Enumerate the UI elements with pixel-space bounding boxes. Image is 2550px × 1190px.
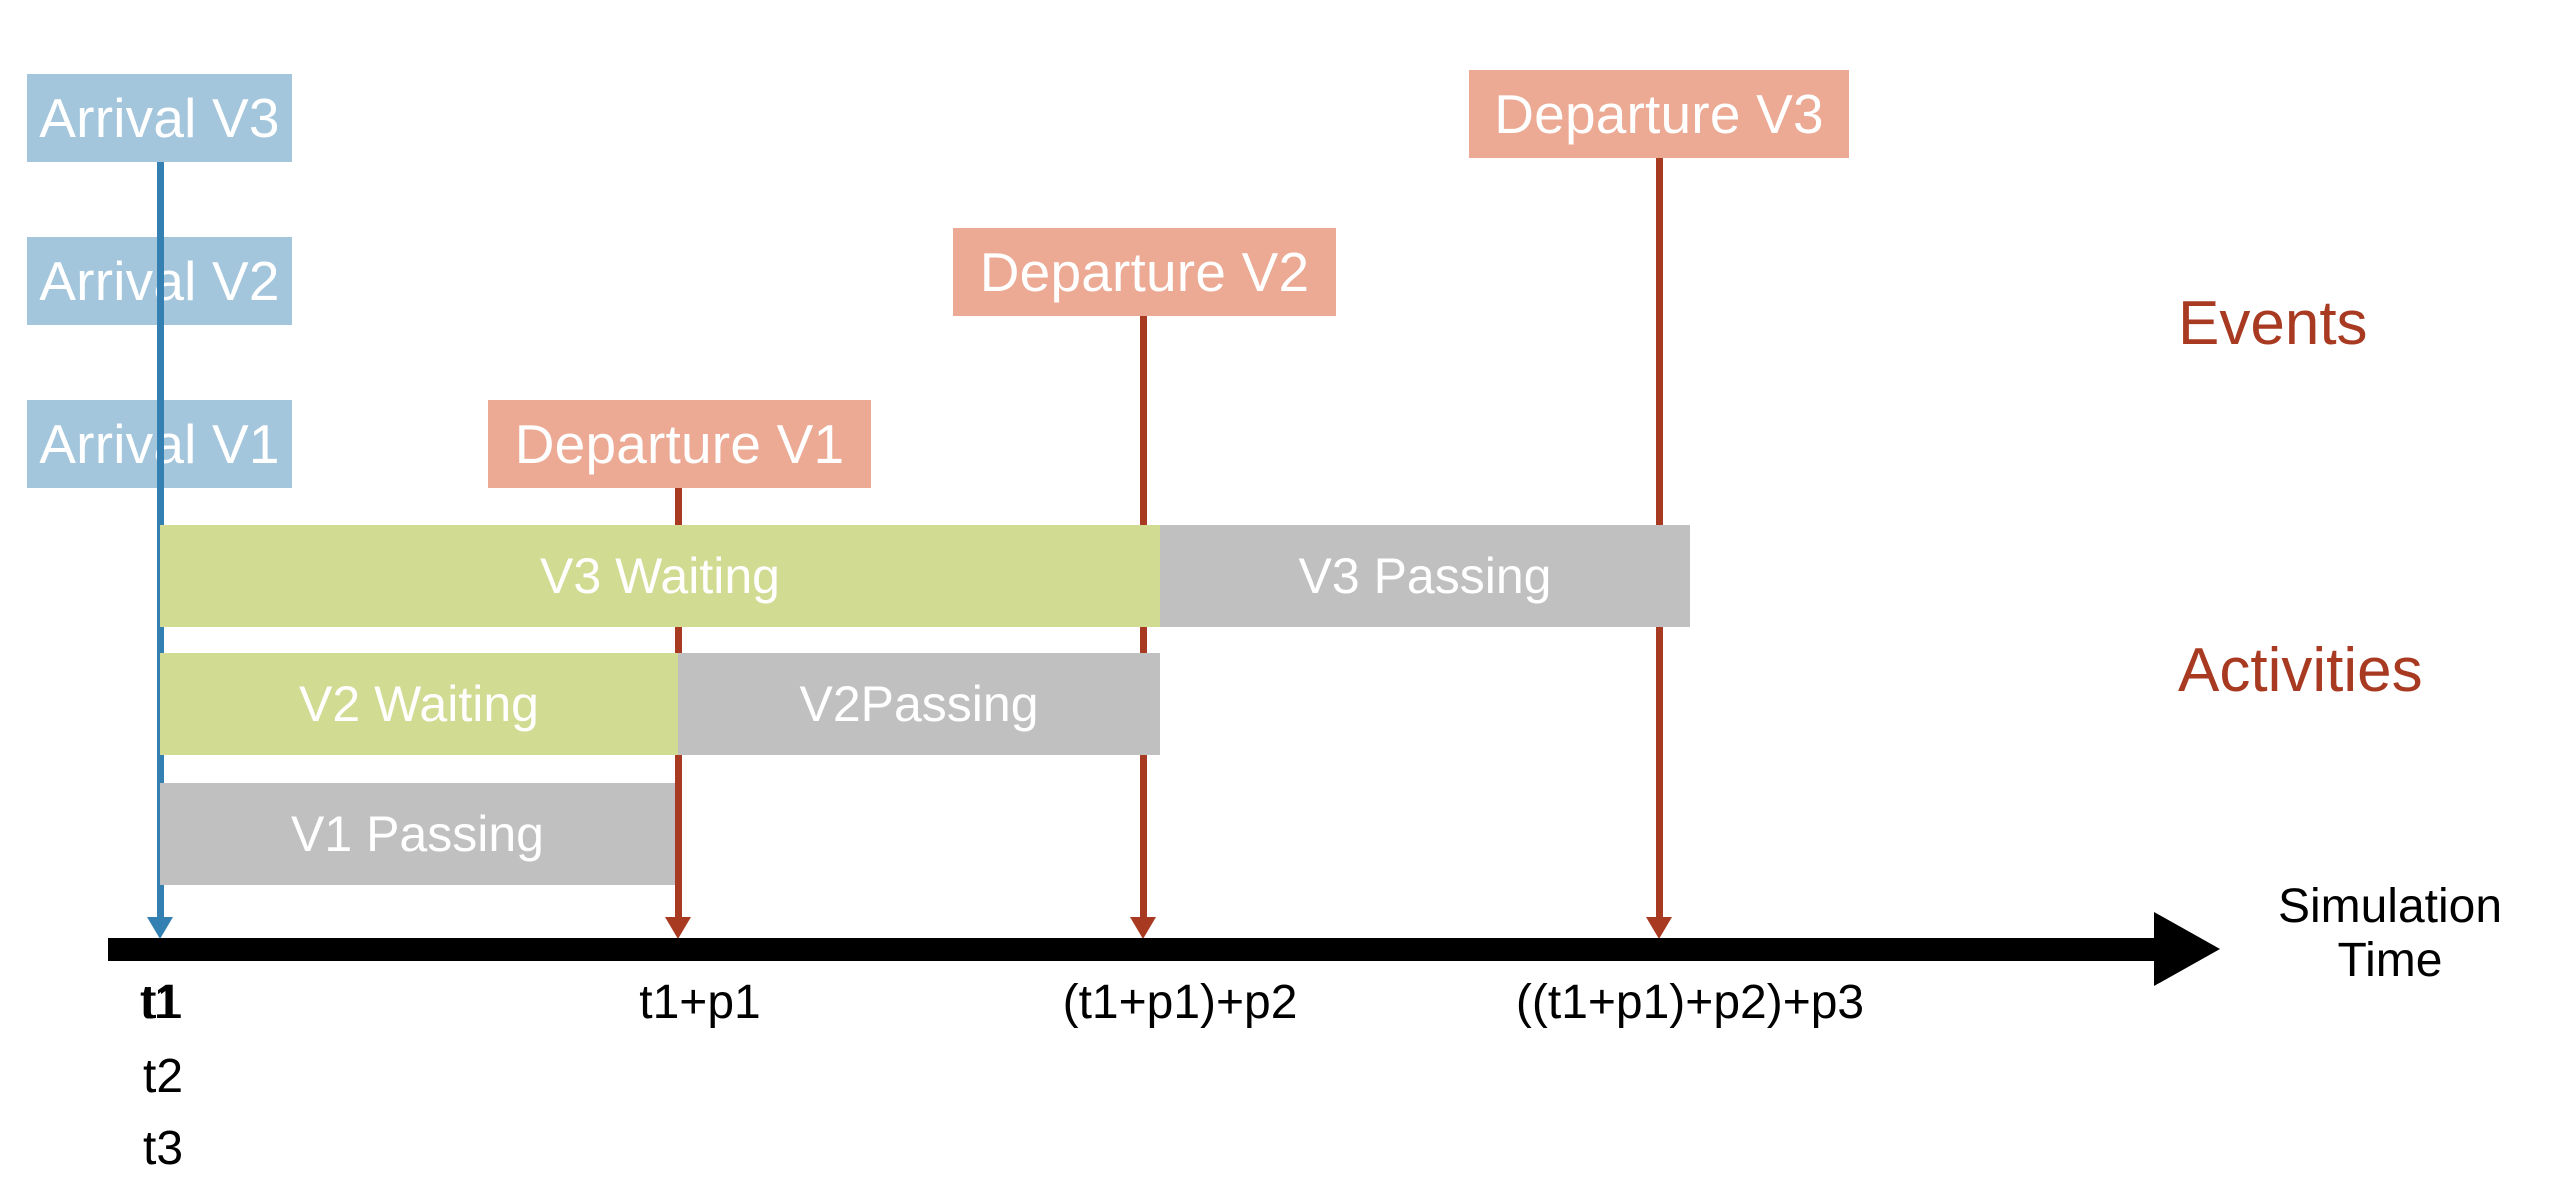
axis-title-line-1: Simulation xyxy=(2277,880,2503,933)
activity-bar-v2-passing[interactable]: V2Passing xyxy=(678,653,1160,755)
activity-bar-label: V3 Waiting xyxy=(540,548,780,604)
activity-bar-label: V1 Passing xyxy=(291,806,544,862)
origin-time-label-t3: t3 xyxy=(143,1122,184,1175)
event-box-label: Arrival V3 xyxy=(39,86,280,149)
activity-bar-v1-passing[interactable]: V1 Passing xyxy=(160,783,675,885)
axis-title-simulation-time: Simulation Time xyxy=(2230,880,2550,988)
caption-events: Events xyxy=(2178,289,2368,358)
axis-tick-label-t1: t1 xyxy=(139,976,181,1029)
event-arrowhead-departure-v1-icon xyxy=(665,917,691,939)
event-arrowhead-departure-v3-icon xyxy=(1646,917,1672,939)
event-box-label: Departure V2 xyxy=(979,240,1310,303)
activity-bar-label: V3 Passing xyxy=(1298,548,1552,604)
caption-activities: Activities xyxy=(2178,636,2423,705)
event-box-departure-v2[interactable]: Departure V2 xyxy=(953,228,1336,316)
event-box-label: Departure V1 xyxy=(514,412,845,475)
event-arrowhead-arrival-icon xyxy=(147,917,173,939)
event-box-arrival-v3[interactable]: Arrival V3 xyxy=(27,74,292,162)
axis-tick-label-t1p1p2p3: ((t1+p1)+p2)+p3 xyxy=(1515,976,1865,1029)
axis-tick-label-t1p1: t1+p1 xyxy=(639,976,761,1029)
activity-bar-v3-passing[interactable]: V3 Passing xyxy=(1160,525,1690,627)
activity-bar-label: V2Passing xyxy=(799,676,1039,732)
axis-tick-label-t1p1p2: (t1+p1)+p2 xyxy=(1062,976,1298,1029)
activity-bar-v2-waiting[interactable]: V2 Waiting xyxy=(160,653,678,755)
axis-title-line-2: Time xyxy=(2337,933,2443,987)
origin-time-label-t1: t1 xyxy=(143,976,184,1029)
axis-arrowhead-icon xyxy=(2154,912,2220,986)
event-box-departure-v3[interactable]: Departure V3 xyxy=(1469,70,1849,158)
event-box-departure-v1[interactable]: Departure V1 xyxy=(488,400,871,488)
origin-time-label-t2: t2 xyxy=(143,1050,184,1103)
activity-bar-label: V2 Waiting xyxy=(299,676,539,732)
activity-bar-v3-waiting[interactable]: V3 Waiting xyxy=(160,525,1160,627)
event-box-label: Departure V3 xyxy=(1494,82,1824,145)
event-arrowhead-departure-v2-icon xyxy=(1130,917,1156,939)
simulation-time-axis xyxy=(108,938,2173,961)
